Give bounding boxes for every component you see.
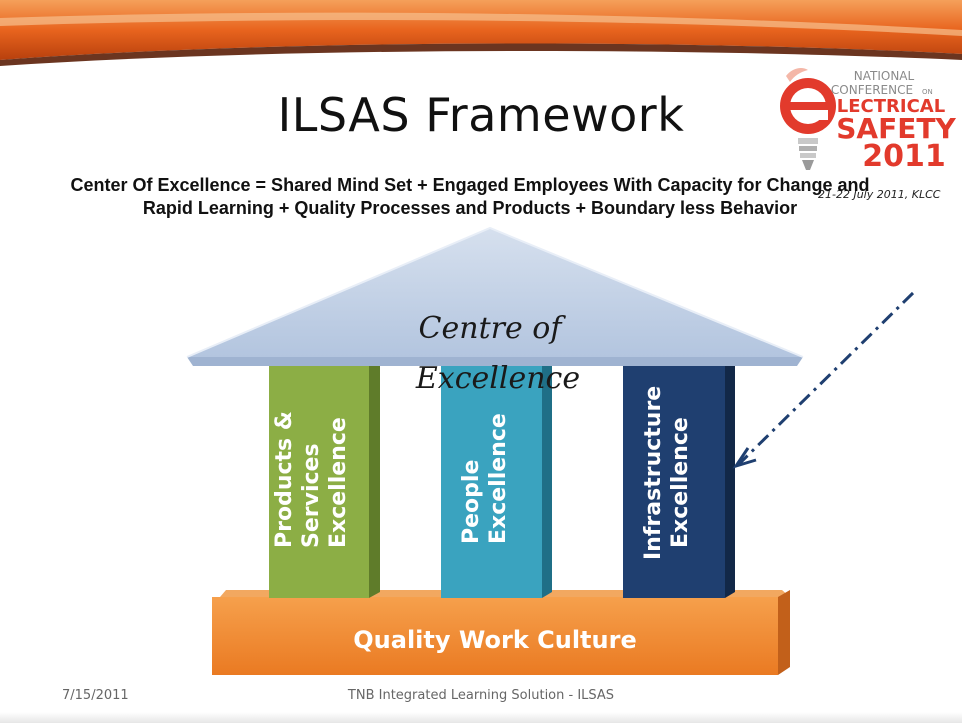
- pillar-people: People Excellence: [441, 345, 552, 598]
- subtitle-line-2: Rapid Learning + Quality Processes and P…: [142, 198, 798, 218]
- base-block: Quality Work Culture: [212, 590, 790, 675]
- bottom-shadow: [0, 712, 962, 723]
- logo-line2-suffix: ON: [922, 88, 933, 96]
- pillar-products-services: Products & Services Excellence: [269, 345, 380, 598]
- subtitle-line-1: Center Of Excellence = Shared Mind Set +…: [70, 175, 870, 195]
- subtitle: Center Of Excellence = Shared Mind Set +…: [30, 174, 910, 220]
- footer-date: 7/15/2011: [62, 688, 129, 703]
- base-label: Quality Work Culture: [353, 626, 636, 654]
- logo-date: 21-22 July 2011, KLCC: [818, 188, 941, 201]
- dashed-arrow: [732, 291, 915, 469]
- pillar-infrastructure: Infrastructure Excellence: [623, 345, 735, 598]
- slide-title: ILSAS Framework: [277, 88, 685, 142]
- pillar-3-line-2: Excellence: [668, 417, 693, 548]
- pillar-2-line-1: People: [459, 460, 484, 544]
- logo-line4: SAFETY: [836, 112, 956, 145]
- lightbulb-e-icon: [780, 68, 836, 170]
- logo-line3: LECTRICAL: [837, 96, 945, 117]
- pillar-1-line-2: Services: [299, 443, 324, 548]
- logo-line1: NATIONAL: [854, 69, 915, 83]
- pillar-1-line-1: Products &: [272, 411, 297, 548]
- pillar-3-line-1: Infrastructure: [641, 386, 666, 560]
- footer-text: TNB Integrated Learning Solution - ILSAS: [347, 688, 615, 703]
- roof-label-line-1: Centre of: [419, 311, 567, 346]
- roof-triangle: Centre of Excellence: [186, 226, 804, 396]
- pillar-2-line-2: Excellence: [486, 413, 511, 544]
- top-banner: [0, 0, 962, 70]
- conference-logo: NATIONAL CONFERENCE ON LECTRICAL SAFETY …: [780, 68, 956, 174]
- pillar-1-line-3: Excellence: [326, 417, 351, 548]
- logo-line2: CONFERENCE: [831, 83, 913, 97]
- roof-label-line-2: Excellence: [415, 361, 580, 396]
- logo-line5: 2011: [862, 139, 946, 174]
